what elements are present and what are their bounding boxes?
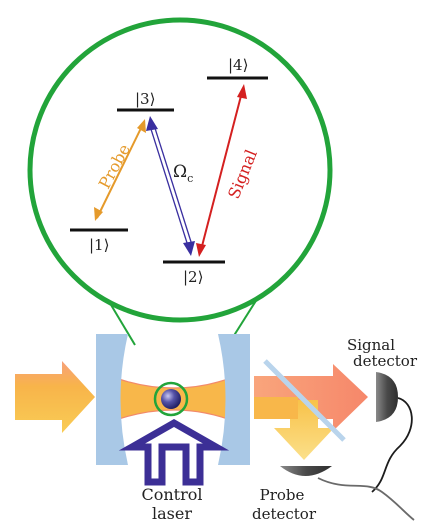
atom [161, 389, 181, 409]
right-mirror [218, 334, 250, 465]
level-4-label: |4⟩ [228, 56, 248, 74]
probe-detector-cable [317, 477, 415, 521]
signal-detector-cable [371, 397, 413, 493]
omega-symbol: Ω [173, 162, 187, 182]
level-2-label: |2⟩ [183, 268, 203, 286]
probe-transition-arrow [94, 119, 146, 221]
cavity-apparatus: Signal detector Control laser Probe dete… [15, 334, 418, 523]
input-beam-arrow [15, 361, 95, 433]
control-laser-label-line2: laser [152, 504, 192, 523]
omega-c-label: Ωc [173, 162, 193, 185]
left-mirror [96, 334, 128, 465]
level-1-label: |1⟩ [89, 236, 109, 254]
signal-detector-label-line2: detector [353, 352, 418, 370]
level-scheme: |1⟩ |2⟩ |3⟩ |4⟩ Probe Ωc Signal [27, 17, 333, 346]
atom-highlight-ring [153, 381, 189, 417]
coupling-transition-arrow [146, 116, 195, 256]
signal-detector [376, 372, 398, 422]
probe-detector-label-line1: Probe [260, 486, 305, 504]
level-3-label: |3⟩ [135, 90, 155, 108]
control-laser-arrow [118, 418, 230, 486]
control-laser-label-line1: Control [141, 485, 202, 504]
omega-subscript: c [187, 172, 193, 185]
beamsplitter [263, 359, 346, 442]
probe-detector-label-line2: detector [252, 505, 317, 523]
probe-detector [280, 466, 332, 476]
transmitted-beam-lower [254, 397, 298, 419]
zoom-circle [27, 17, 333, 323]
signal-detector-label-line1: Signal [347, 336, 395, 354]
signal-transition-arrow [196, 84, 247, 257]
probe-output-beam [274, 400, 334, 460]
